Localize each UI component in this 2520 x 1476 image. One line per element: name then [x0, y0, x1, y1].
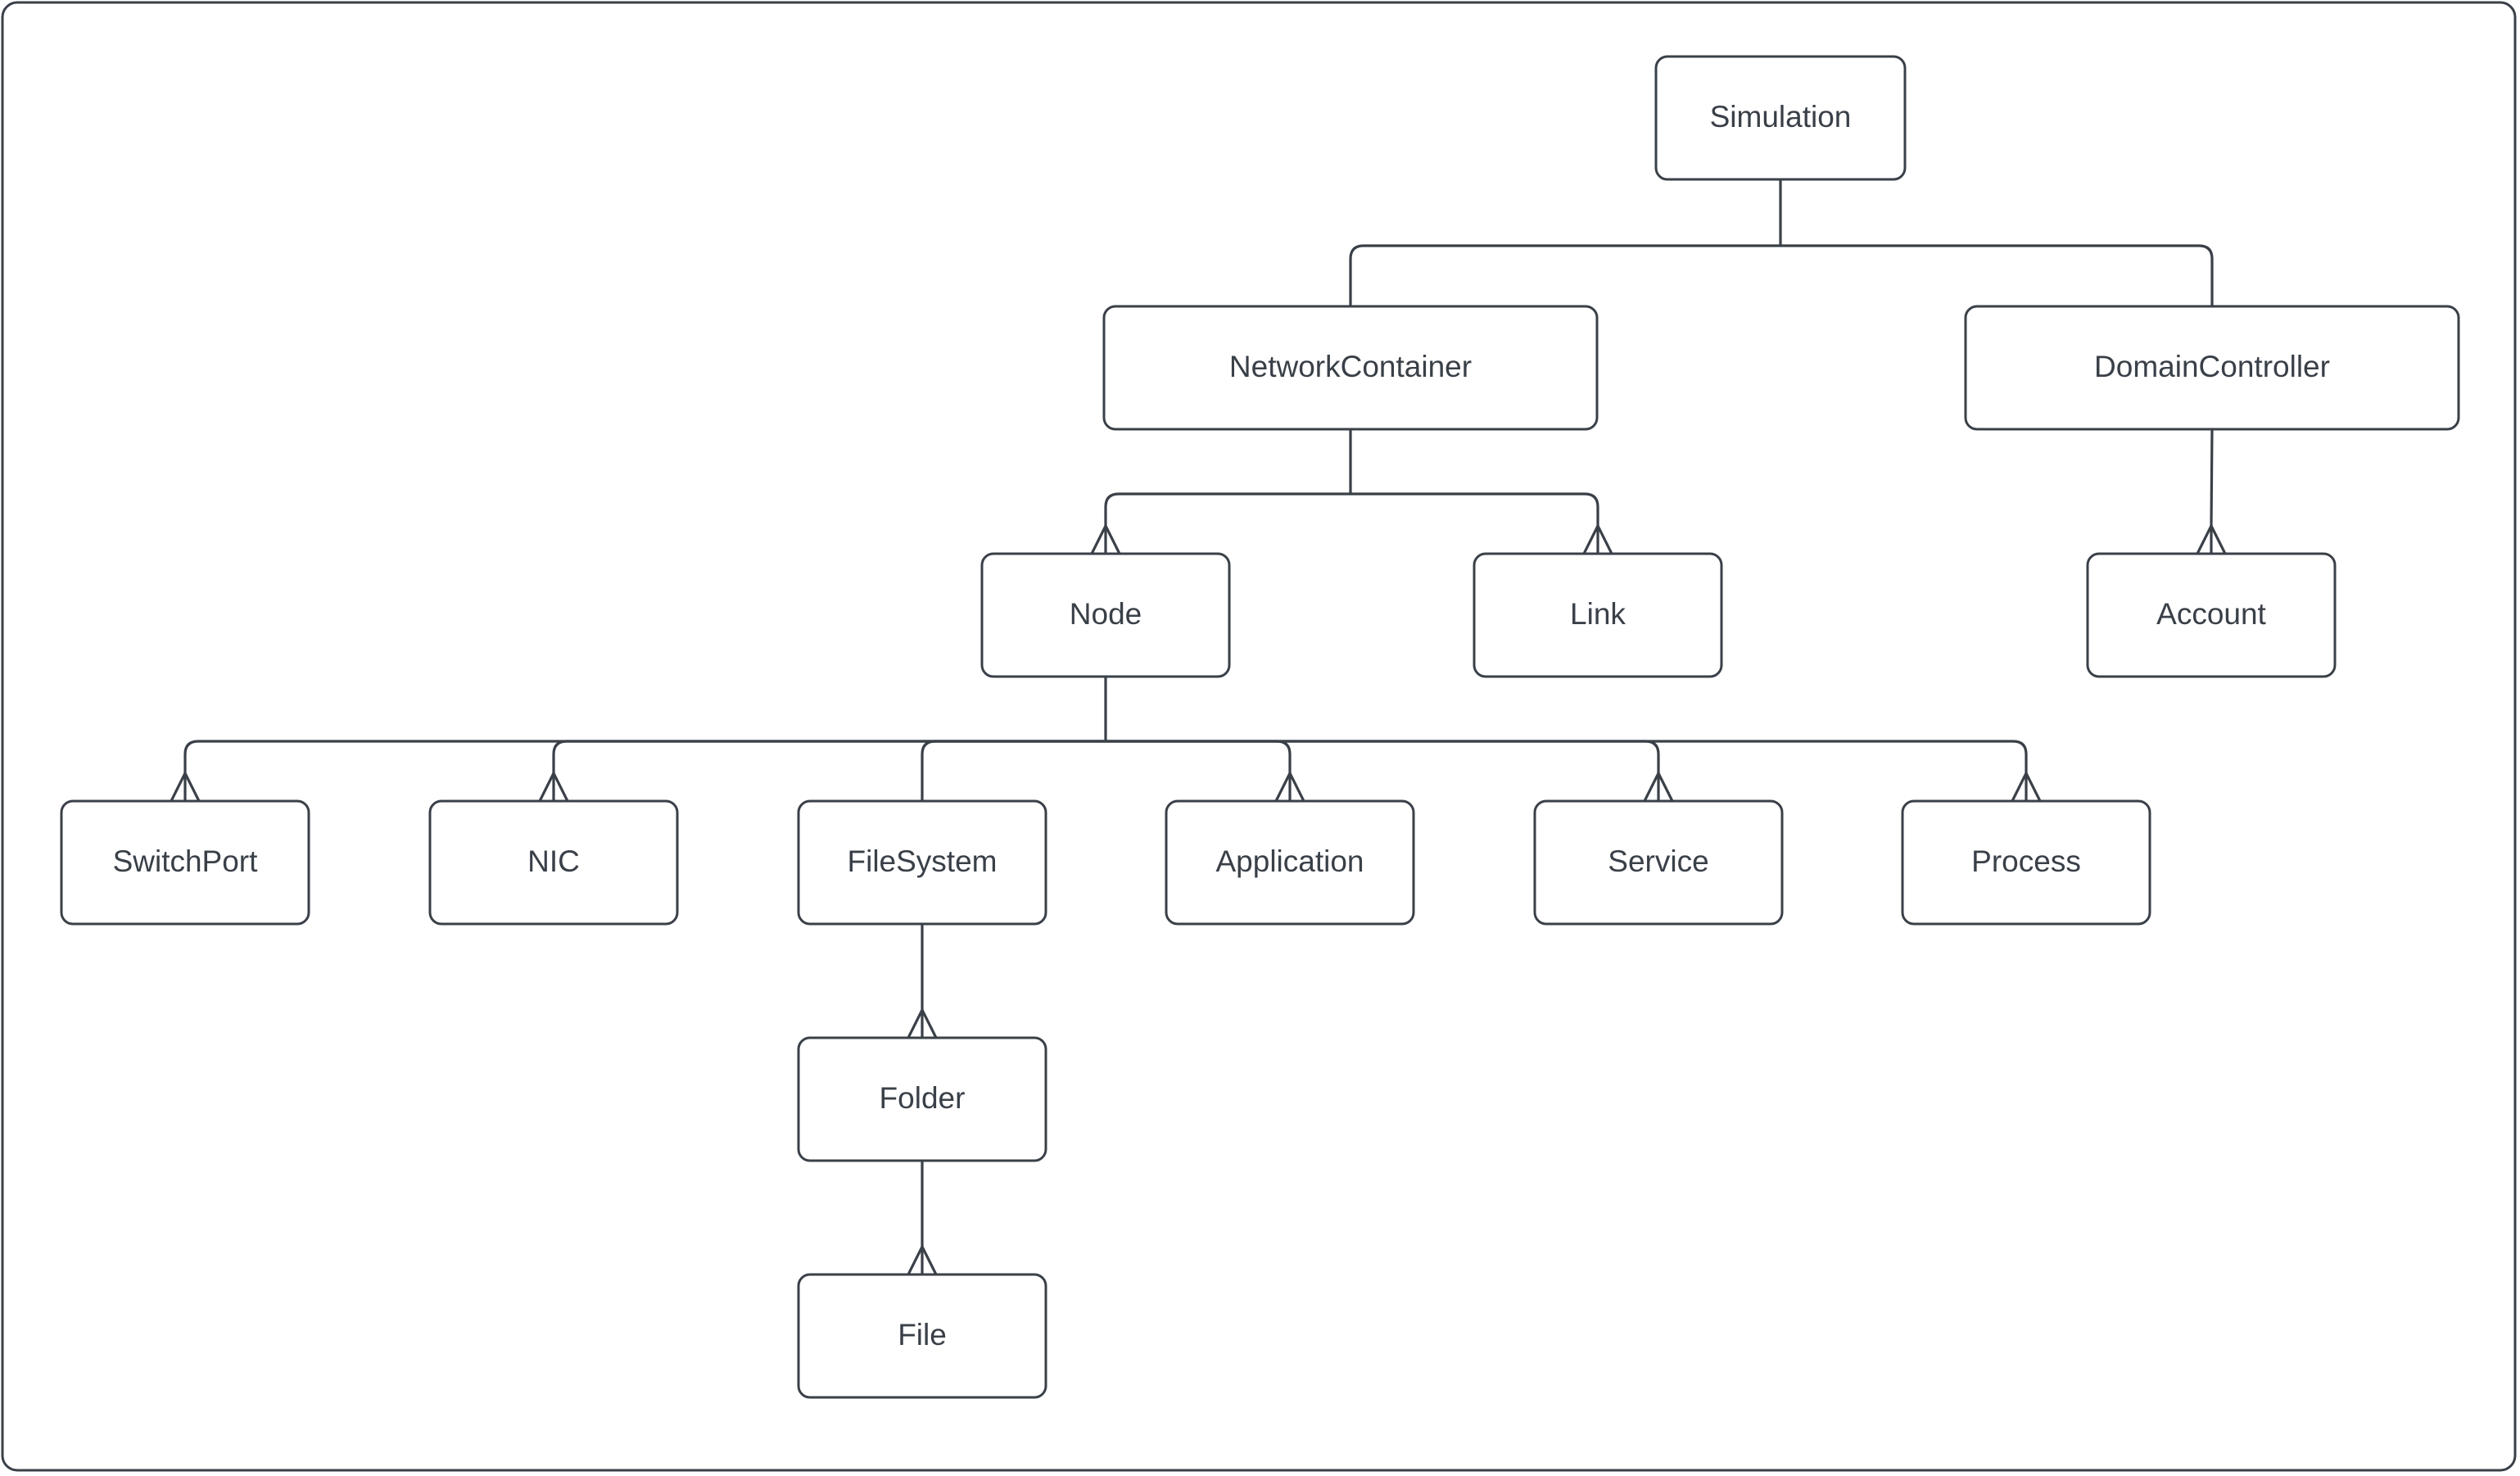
class-node-box[interactable] [1654, 55, 1907, 181]
class-node-box[interactable] [797, 1273, 1047, 1399]
edge-simulation-to-domaincontroller [1780, 244, 2214, 306]
class-node-box[interactable] [60, 799, 310, 926]
class-node-node[interactable]: Node [980, 552, 1231, 678]
class-node-nic[interactable]: NIC [428, 799, 679, 926]
class-node-box[interactable] [797, 799, 1047, 926]
class-node-account[interactable]: Account [2086, 552, 2337, 678]
class-node-service[interactable]: Service [1533, 799, 1784, 926]
class-node-process[interactable]: Process [1901, 799, 2151, 926]
class-node-switchport[interactable]: SwitchPort [60, 799, 310, 926]
edge-layer [170, 179, 2227, 1275]
class-node-folder[interactable]: Folder [797, 1036, 1047, 1162]
class-node-box[interactable] [1165, 799, 1415, 926]
edge-node-to-switchport [183, 740, 1106, 773]
edge-networkcontainer-to-link [1350, 492, 1599, 526]
class-node-box[interactable] [1473, 552, 1723, 678]
edge-group-domaincontroller [2196, 428, 2227, 555]
edge-group-networkcontainer [1090, 429, 1613, 555]
class-node-simulation[interactable]: Simulation [1654, 55, 1907, 181]
class-node-link[interactable]: Link [1473, 552, 1723, 678]
class-node-file[interactable]: File [797, 1273, 1047, 1399]
class-node-application[interactable]: Application [1165, 799, 1415, 926]
class-node-box[interactable] [797, 1036, 1047, 1162]
edge-networkcontainer-to-node [1104, 492, 1350, 526]
class-node-box[interactable] [980, 552, 1231, 678]
class-node-domaincontroller[interactable]: DomainController [1964, 305, 2460, 431]
class-node-box[interactable] [428, 799, 679, 926]
class-node-box[interactable] [1964, 305, 2460, 431]
class-node-box[interactable] [2086, 552, 2337, 678]
class-node-filesystem[interactable]: FileSystem [797, 799, 1047, 926]
edge-node-to-nic [552, 740, 1106, 773]
edge-simulation-to-networkcontainer [1349, 244, 1780, 306]
edge-node-to-process [1106, 740, 2028, 773]
edge-group-filesystem [907, 924, 938, 1039]
edge-group-simulation [1349, 179, 2214, 306]
class-node-box[interactable] [1533, 799, 1784, 926]
class-node-box[interactable] [1102, 305, 1599, 431]
class-node-networkcontainer[interactable]: NetworkContainer [1102, 305, 1599, 431]
edge-group-node [170, 677, 2042, 802]
edge-group-folder [907, 1161, 938, 1275]
class-node-box[interactable] [1901, 799, 2151, 926]
edge-domaincontroller-to-account [2210, 428, 2214, 527]
edge-node-to-filesystem [921, 740, 1106, 801]
